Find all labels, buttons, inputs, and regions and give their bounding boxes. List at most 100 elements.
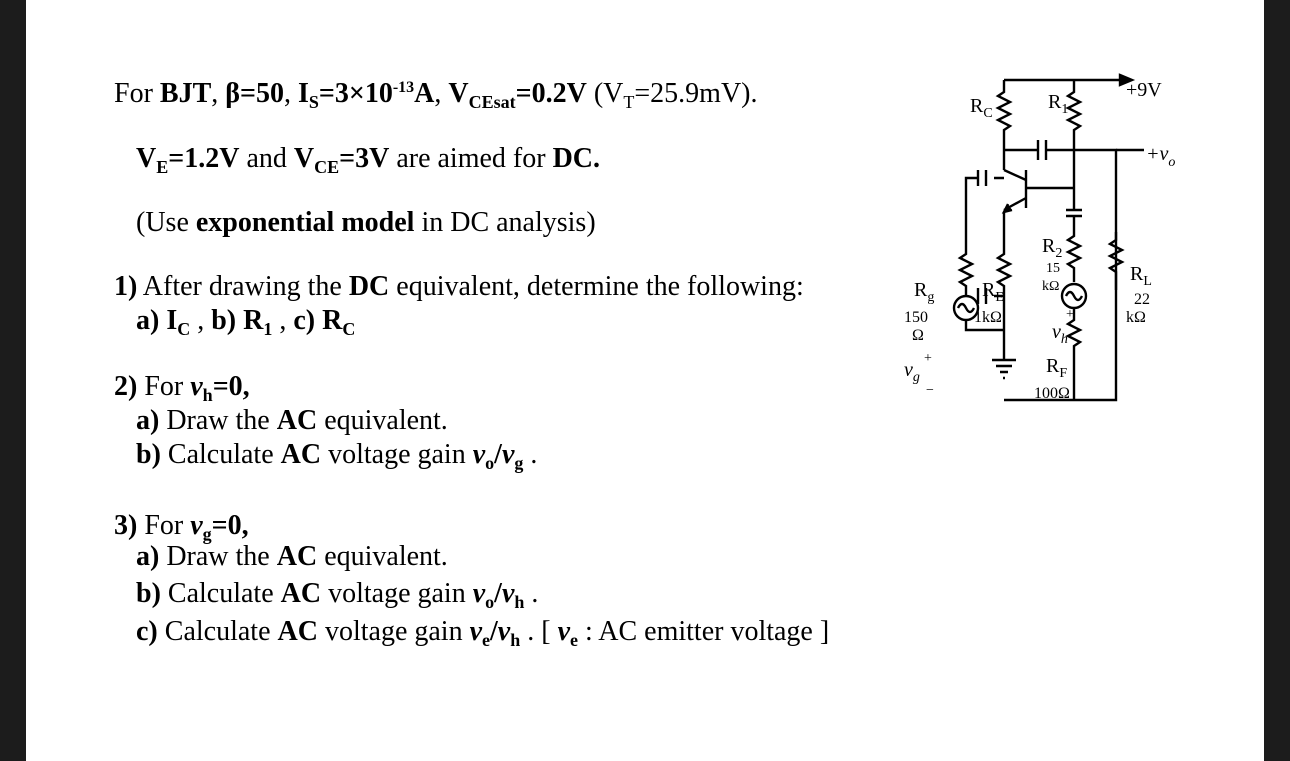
text: . [ (520, 616, 558, 647)
rl-resistor (1107, 232, 1125, 290)
subscript: e (570, 630, 579, 650)
vce-value: VCE=3V (293, 143, 390, 177)
text: v (501, 439, 515, 470)
text: =3×10 (318, 78, 393, 109)
question-2a: a) Draw the AC equivalent. (136, 405, 448, 437)
supply-label: +9V (1126, 79, 1162, 101)
text: (Use (136, 207, 196, 238)
vg-minus: − (926, 383, 934, 398)
text: v (557, 616, 571, 647)
text: equivalent. (317, 541, 448, 572)
text: =3V (339, 143, 390, 174)
subscript: h (510, 630, 521, 650)
text: AC (280, 439, 322, 470)
text: in DC analysis) (414, 207, 596, 238)
text: =1.2V (168, 143, 240, 174)
vg-bottom-wire (964, 320, 1004, 332)
text: v (190, 510, 203, 541)
text: are aimed for (389, 143, 553, 174)
text: AC (276, 541, 318, 572)
text: v (469, 616, 483, 647)
subscript: E (156, 157, 169, 177)
subscript: CE (314, 157, 340, 177)
question-3b: b) Calculate AC voltage gain vo/vh . (136, 578, 538, 612)
question-2b: b) Calculate AC voltage gain vo/vg . (136, 439, 537, 473)
text: a) I (136, 305, 178, 336)
text: For (114, 78, 160, 109)
rg-value: 150 (904, 309, 928, 326)
subscript: o (485, 592, 495, 612)
text: / (490, 616, 498, 647)
re-resistor (995, 248, 1013, 340)
output-wire (1074, 148, 1118, 402)
text: , (272, 305, 294, 336)
item-label: a) (136, 541, 160, 572)
exponential-model: exponential model (195, 207, 415, 238)
text: DC (348, 271, 390, 302)
coupling-capacitor-top (1004, 140, 1074, 160)
rl-label: RL (1130, 263, 1152, 289)
vg-label: vg (904, 359, 920, 385)
text: / (494, 578, 502, 609)
subscript: CEsat (468, 92, 516, 112)
item-rc: c) RC (293, 305, 355, 339)
text: I (297, 78, 309, 109)
dc-label: DC. (552, 143, 601, 174)
text: V (293, 143, 315, 174)
text: v (190, 371, 203, 402)
question-1-items: a) IC , b) R1 , c) RC (136, 305, 355, 339)
vt-value: =25.9mV). (634, 78, 758, 109)
subscript: C (177, 319, 191, 339)
subscript: S (308, 92, 319, 112)
question-number: 3) (114, 510, 138, 541)
text: equivalent. (317, 405, 448, 436)
text: . (524, 578, 539, 609)
beta-value: β=50 (225, 78, 284, 109)
text: Calculate (157, 616, 278, 647)
item-label: b) (136, 578, 161, 609)
text: Calculate (160, 439, 281, 470)
text: v (472, 578, 486, 609)
subscript: T (623, 92, 635, 112)
re-label: RE (982, 279, 1004, 305)
subscript: 1 (263, 319, 273, 339)
item-label: c) (136, 616, 158, 647)
text: v (472, 439, 486, 470)
superscript: -13 (392, 79, 415, 96)
emitter-capacitor (964, 170, 1004, 248)
text: , (434, 78, 449, 109)
ground-icon (992, 358, 1016, 380)
vh-label: vh (1052, 321, 1068, 347)
rl-unit: kΩ (1126, 309, 1146, 326)
rg-unit: Ω (912, 327, 924, 344)
r1-label: R1 (1048, 91, 1068, 117)
text: AC (276, 405, 318, 436)
rf-label: RF (1046, 355, 1067, 381)
text: c) R (293, 305, 343, 336)
text: . (523, 439, 538, 470)
rg-label: Rg (914, 279, 934, 305)
text: and (239, 143, 294, 174)
bjt-label: BJT (159, 78, 212, 109)
text: v (497, 616, 511, 647)
vcesat-value: VCEsat=0.2V (448, 78, 586, 112)
item-label: b) (136, 439, 161, 470)
base-capacitor (1066, 188, 1082, 232)
text: =0, (212, 371, 250, 402)
re-value: 1kΩ (974, 309, 1002, 326)
ve-value: VE=1.2V (136, 143, 240, 177)
vh-plus: + (1066, 307, 1074, 322)
item-r1: b) R1 (211, 305, 273, 339)
item-ic: a) IC (136, 305, 191, 339)
r2-value: 15 (1046, 261, 1060, 276)
text: , (283, 78, 298, 109)
subscript: g (514, 453, 524, 473)
text: For (137, 371, 191, 402)
question-2: 2) For vh=0, (114, 371, 250, 405)
text: V (136, 143, 157, 174)
bjt-circuit-diagram: +9V +vo RC R1 R2 15 kΩ RL 22 kΩ Rg 150 Ω… (904, 73, 1175, 402)
rc-resistor (995, 80, 1013, 150)
text: v (501, 578, 515, 609)
question-1: 1) After drawing the DC equivalent, dete… (114, 271, 804, 303)
r2-label: R2 (1042, 235, 1062, 261)
